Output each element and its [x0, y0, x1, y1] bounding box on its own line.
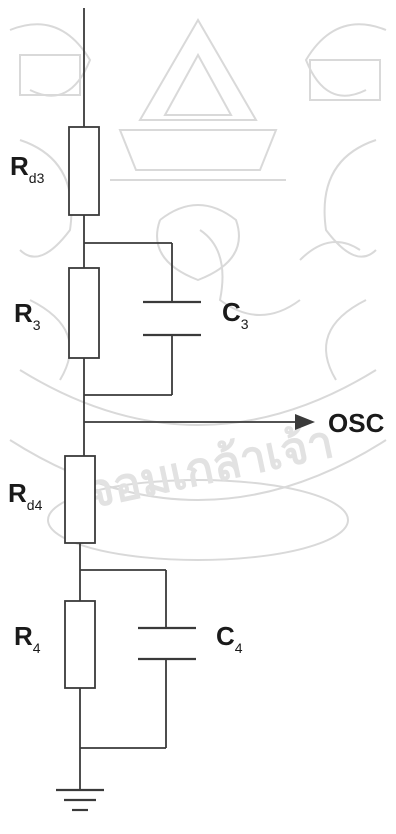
ground-icon: [56, 788, 104, 812]
capacitor-c4: [138, 626, 196, 661]
label-rd3: Rd3: [10, 151, 45, 186]
watermark-text: ะจอมเกล้าเจ้า: [57, 415, 338, 523]
resistor-r3: [68, 267, 100, 359]
arrow-right-icon: [295, 414, 315, 430]
label-rd4: Rd4: [8, 478, 43, 513]
watermark-seal: [9, 18, 387, 561]
label-c3: C3: [222, 297, 249, 332]
resistor-rd4: [64, 455, 96, 544]
label-r3: R3: [14, 298, 41, 333]
label-r4: R4: [14, 621, 41, 656]
capacitor-c3: [143, 300, 201, 337]
label-c4: C4: [216, 621, 243, 656]
resistor-r4: [64, 600, 96, 689]
wires: [79, 8, 295, 790]
label-osc: OSC: [328, 408, 385, 438]
resistor-rd3: [68, 126, 100, 216]
